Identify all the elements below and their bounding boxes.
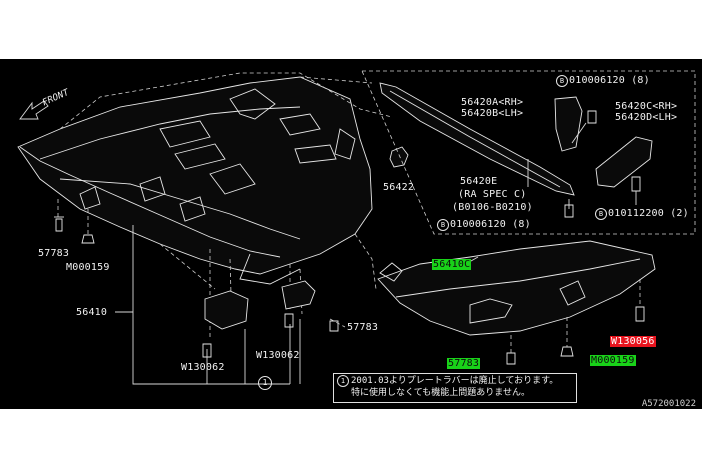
clip-m000159-left [81,234,95,244]
label-w130056[interactable]: W130056 [610,336,656,347]
plate-56410c [377,240,656,336]
label-w130062-left: W130062 [181,362,225,373]
clip-56422 [389,146,409,168]
label-56420b: 56420B<LH> [461,108,524,119]
label-56420d: 56420D<LH> [615,112,678,123]
bolt-w130062-mid [284,313,294,328]
callout-1: 1 [258,376,272,390]
label-56410: 56410 [76,307,108,318]
label-ra-range: (B0106-B0210) [452,202,533,213]
label-m000159-right[interactable]: M000159 [590,355,636,366]
main-under-cover [17,76,373,285]
label-w130062-mid: W130062 [256,350,300,361]
diagram-linework [17,70,696,385]
bolt-marker-bottom-right: B [595,208,607,220]
note-marker: 1 [337,375,349,387]
label-56410c[interactable]: 56410C [432,259,472,270]
parts-diagram-canvas: FRONT 56422 57783 M000159 56410 W130062 … [0,59,702,409]
bolt-marker-bottom-left: B [437,219,449,231]
bolt-b-bottom-left [564,204,574,218]
bolt-w130056 [635,306,645,322]
plate-mid [281,280,316,310]
bracket-56420cd [595,136,653,188]
label-56422: 56422 [383,182,415,193]
bolt-marker-top: B [556,75,568,87]
label-57783-right[interactable]: 57783 [447,358,481,369]
front-arrow-icon [19,100,49,120]
label-bolt-bottom-left: 010006120 (8) [450,219,531,230]
bolt-b-bottom-right [631,176,641,192]
bolt-57783-mid [329,320,339,332]
label-57783-mid: 57783 [347,322,379,333]
bolt-57783-left [54,216,64,232]
bolt-w130062-left [202,343,212,358]
bolt-57783-right [506,352,516,365]
label-ra-spec: (RA SPEC C) [458,189,527,200]
plate-left [204,290,249,330]
bolt-b-top [587,110,597,124]
label-bolt-bottom-right: 010112200 (2) [608,208,689,219]
bracket-56420ab [554,96,583,152]
label-56420a: 56420A<RH> [461,97,524,108]
label-bolt-top: 010006120 (8) [569,75,650,86]
clip-m000159-right [560,346,574,357]
diagram-ref-code: A572001022 [641,399,696,409]
note-line-2: 特に使用しなくても機能上問題ありません。 [351,388,531,398]
label-56420e: 56420E [460,176,498,187]
note-line-1: 2001.03よりプレートラバーは廃止しております。 [351,376,559,386]
label-57783-left: 57783 [38,248,70,259]
rail-56420e [379,82,575,196]
label-56420c: 56420C<RH> [615,101,678,112]
label-m000159-left: M000159 [66,262,110,273]
